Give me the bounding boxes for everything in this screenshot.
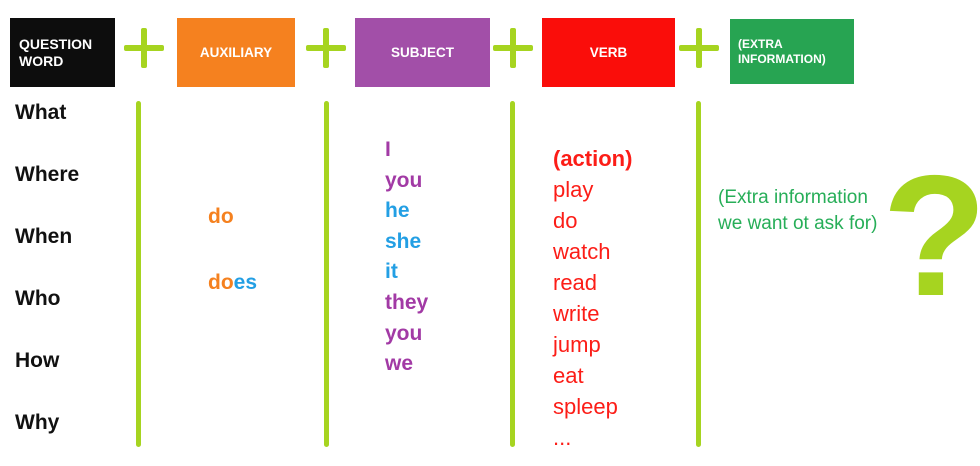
verb-item: play xyxy=(553,177,594,202)
header-box-subject-label: SUBJECT xyxy=(390,45,454,60)
extra-info-note-line: (Extra information xyxy=(718,187,868,208)
header-box-extra-information: (EXTRA INFORMATION) xyxy=(730,19,854,84)
subject-pronoun: they xyxy=(385,290,429,314)
plus-icon xyxy=(493,28,533,68)
verb-item: write xyxy=(553,301,600,326)
verb-item: ... xyxy=(553,425,572,450)
header-box-auxiliary: AUXILIARY xyxy=(177,18,295,87)
verb-item: eat xyxy=(553,363,584,388)
question-word: Where xyxy=(15,163,80,186)
plus-icon xyxy=(306,28,346,68)
plus-icon xyxy=(679,28,719,68)
verb-item: spleep xyxy=(553,394,618,419)
subject-pronoun: it xyxy=(385,260,398,284)
verb-item: watch xyxy=(553,239,611,264)
question-word: What xyxy=(15,101,67,124)
verb-item: jump xyxy=(553,332,601,357)
question-word-list: What Where When Who How Why xyxy=(15,100,79,435)
subject-pronoun: she xyxy=(385,229,422,253)
auxiliary-does: does xyxy=(208,270,257,295)
verb-header: (action) xyxy=(553,146,633,171)
question-mark: ? xyxy=(882,140,980,332)
verb-item: do xyxy=(553,208,578,233)
header-box-question-word: QUESTION WORD xyxy=(10,18,115,87)
subject-pronoun: I xyxy=(385,138,391,161)
subject-pronoun: we xyxy=(385,352,414,376)
header-box-extra-information-label: (EXTRA INFORMATION) xyxy=(738,36,826,66)
auxiliary-does-suffix: es xyxy=(233,271,258,294)
extra-info-note: (Extra information we want ot ask for) xyxy=(718,185,877,237)
question-word: How xyxy=(15,349,60,372)
subject-pronoun: you xyxy=(385,168,423,192)
divider-line xyxy=(324,101,329,447)
header-box-auxiliary-label: AUXILIARY xyxy=(199,45,273,60)
divider-line xyxy=(510,101,515,447)
question-word: Who xyxy=(15,287,61,310)
header-box-question-word-label: QUESTION WORD xyxy=(19,35,93,69)
subject-pronoun: you xyxy=(385,321,423,345)
auxiliary-do: do xyxy=(208,205,234,228)
divider-line xyxy=(696,101,701,447)
question-word: Why xyxy=(15,411,60,434)
header-box-verb: VERB xyxy=(542,18,675,87)
verb-item: read xyxy=(553,270,598,295)
verb-list: (action) play do watch read write jump e… xyxy=(553,143,632,453)
extra-info-note-line: we want ot ask for) xyxy=(718,213,878,234)
subject-pronoun: he xyxy=(385,199,410,223)
auxiliary-does-stem: do xyxy=(208,271,234,294)
header-box-verb-label: VERB xyxy=(589,45,628,60)
header-box-subject: SUBJECT xyxy=(355,18,490,87)
plus-icon xyxy=(124,28,164,68)
subject-list: I you he she it they you we xyxy=(385,135,428,380)
question-word: When xyxy=(15,225,73,248)
divider-line xyxy=(136,101,141,447)
